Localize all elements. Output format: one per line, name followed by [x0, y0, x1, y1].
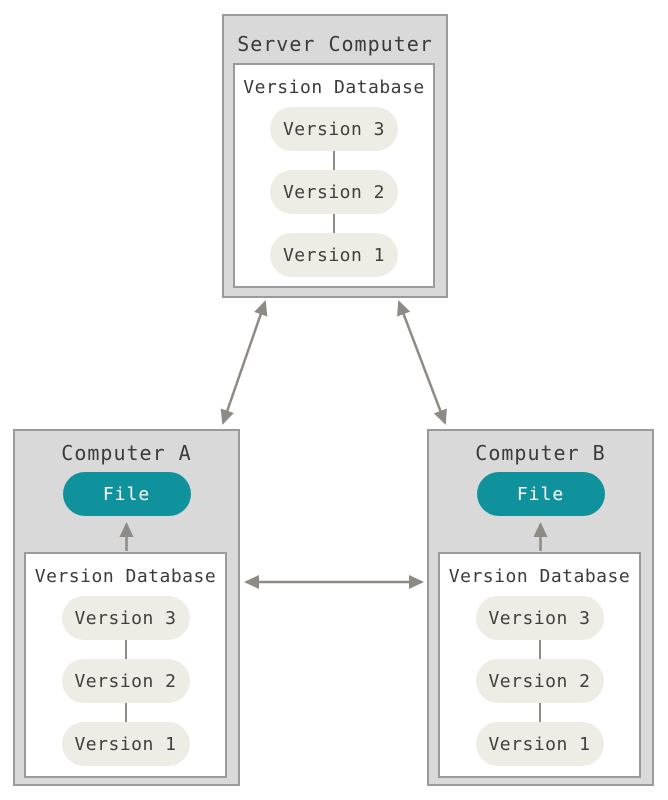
version-connector-line: [538, 703, 541, 722]
arrow-server-to-computer-b: [397, 300, 447, 425]
version-2-pill: Version 2: [475, 659, 604, 703]
computer-a-file-pill: File: [62, 472, 191, 516]
version-pill-stack: Version 3 Version 2 Version 1: [61, 596, 190, 766]
computer-b-title: Computer B: [475, 441, 606, 465]
version-database-title: Version Database: [448, 566, 631, 587]
version-connector-line: [333, 214, 335, 233]
version-pill-stack: Version 3 Version 2 Version 1: [270, 107, 398, 277]
version-2-pill: Version 2: [61, 659, 190, 703]
version-connector-line: [538, 640, 541, 659]
version-database-title: Version Database: [243, 77, 425, 98]
version-pill-stack: Version 3 Version 2 Version 1: [475, 596, 604, 766]
version-3-pill: Version 3: [61, 596, 190, 640]
version-2-pill: Version 2: [270, 170, 398, 214]
computer-a-version-database: Version Database Version 3 Version 2 Ver…: [24, 552, 227, 778]
server-computer-title: Server Computer: [237, 32, 433, 56]
server-version-database: Version Database Version 3 Version 2 Ver…: [233, 63, 435, 288]
version-connector-line: [124, 703, 127, 722]
version-database-title: Version Database: [34, 566, 217, 587]
version-1-pill: Version 1: [475, 722, 604, 766]
version-3-pill: Version 3: [475, 596, 604, 640]
version-connector-line: [333, 151, 335, 170]
version-connector-line: [124, 640, 127, 659]
version-3-pill: Version 3: [270, 107, 398, 151]
computer-b-version-database: Version Database Version 3 Version 2 Ver…: [438, 552, 641, 778]
computer-a-box: Computer A File Version Database Version…: [13, 429, 240, 786]
computer-a-title: Computer A: [61, 441, 192, 465]
server-computer-box: Server Computer Version Database Version…: [222, 14, 448, 298]
computer-b-file-pill: File: [476, 472, 605, 516]
computer-b-box: Computer B File Version Database Version…: [427, 429, 654, 786]
version-1-pill: Version 1: [270, 233, 398, 277]
arrow-server-to-computer-a: [220, 300, 268, 425]
version-1-pill: Version 1: [61, 722, 190, 766]
